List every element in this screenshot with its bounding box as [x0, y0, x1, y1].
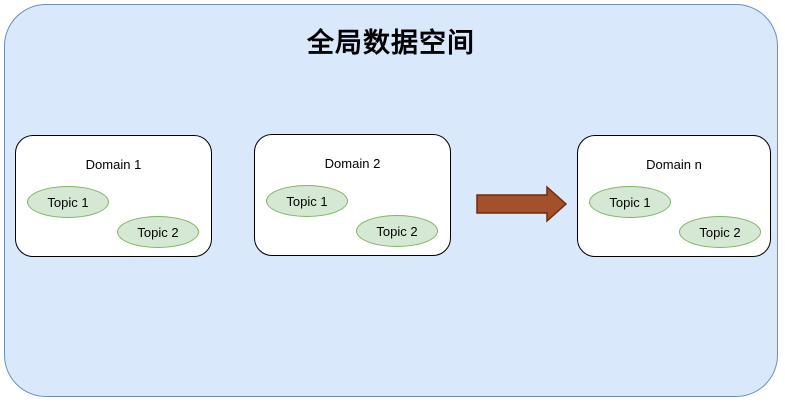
topic-ellipse: Topic 1 [589, 186, 671, 218]
diagram-title: 全局数据空间 [307, 28, 475, 58]
topic-ellipse: Topic 2 [117, 216, 199, 248]
domain-box-n: Domain n Topic 1 Topic 2 [577, 135, 771, 257]
right-arrow-shape [476, 185, 568, 223]
domain-label: Domain 2 [324, 156, 381, 171]
domain-box-2: Domain 2 Topic 1 Topic 2 [254, 134, 451, 256]
domain-label: Domain n [646, 157, 702, 172]
domain-label: Domain 1 [85, 157, 142, 172]
topic-ellipse: Topic 2 [356, 215, 438, 247]
topic-ellipse: Topic 2 [679, 216, 761, 248]
right-arrow-icon [476, 185, 568, 223]
topic-ellipse: Topic 1 [27, 186, 109, 218]
global-data-space-container: 全局数据空间 Domain 1 Topic 1 Topic 2 Domain 2… [4, 4, 778, 397]
right-arrow-svg [476, 185, 568, 223]
topic-ellipse: Topic 1 [266, 185, 348, 217]
domain-box-1: Domain 1 Topic 1 Topic 2 [15, 135, 212, 257]
